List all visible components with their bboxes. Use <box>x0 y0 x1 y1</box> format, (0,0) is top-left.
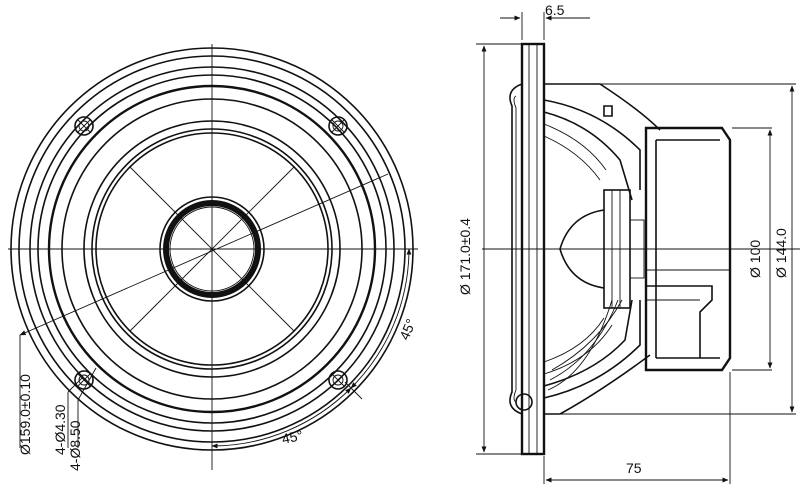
hole-small-label: 4-Ø4.30 <box>52 404 68 455</box>
angle-arc-right <box>350 248 412 389</box>
angle-bottom-label: 45° <box>280 427 304 447</box>
basket-lower-arm-outer <box>543 300 641 399</box>
dust-cap-outer <box>159 196 265 302</box>
angle-right-label: 45° <box>396 316 419 342</box>
hole-large-label: 4-Ø8.50 <box>67 420 83 471</box>
dust-cap-inner <box>169 206 255 292</box>
flange-thickness-label: 6.5 <box>545 2 565 18</box>
mounting-hole-bottom-left <box>74 370 94 390</box>
basket-upper-edge <box>544 83 661 131</box>
cone-outer-ring <box>83 120 341 378</box>
voice-coil-former <box>629 219 645 279</box>
basket-upper-arm-outer <box>543 99 641 190</box>
angle-extension-line <box>344 381 363 400</box>
mounting-hole-top-right <box>328 116 348 136</box>
overall-diameter-label: Ø 171.0±0.4 <box>457 218 473 295</box>
mounting-hole-bottom-right <box>328 370 348 390</box>
surround-profile <box>509 83 523 415</box>
hole-small-leader <box>67 377 83 393</box>
dust-cap-ring <box>163 200 261 298</box>
cone-diagonal-2 <box>129 166 295 332</box>
magnet-diameter-label: Ø 100 <box>747 240 763 278</box>
cone-profile <box>559 209 605 289</box>
basket-upper-arm-inner <box>543 111 633 201</box>
side-view <box>476 12 800 484</box>
angle-arc-bottom <box>211 387 352 449</box>
depth-label: 75 <box>626 460 642 476</box>
lower-surround-bead <box>515 393 533 411</box>
terminal-top <box>603 105 613 117</box>
frame-outer-edge <box>10 47 414 451</box>
basket-lower-arm-inner <box>543 299 633 387</box>
bolt-circle-label: Ø159.0±0.10 <box>17 374 33 455</box>
hole-large-leader <box>77 367 97 401</box>
magnet-assembly <box>644 126 732 372</box>
front-view <box>8 44 418 470</box>
rear-diameter-label: Ø 144.0 <box>773 228 789 278</box>
basket-lower-edge <box>544 354 651 415</box>
bolt-circle-dimension-line <box>19 173 389 336</box>
mounting-hole-top-left <box>74 116 94 136</box>
frame-flange <box>520 42 546 456</box>
back-plate <box>646 285 713 358</box>
cone-edge-ring <box>95 132 329 366</box>
cone-inner-ring <box>91 128 333 370</box>
